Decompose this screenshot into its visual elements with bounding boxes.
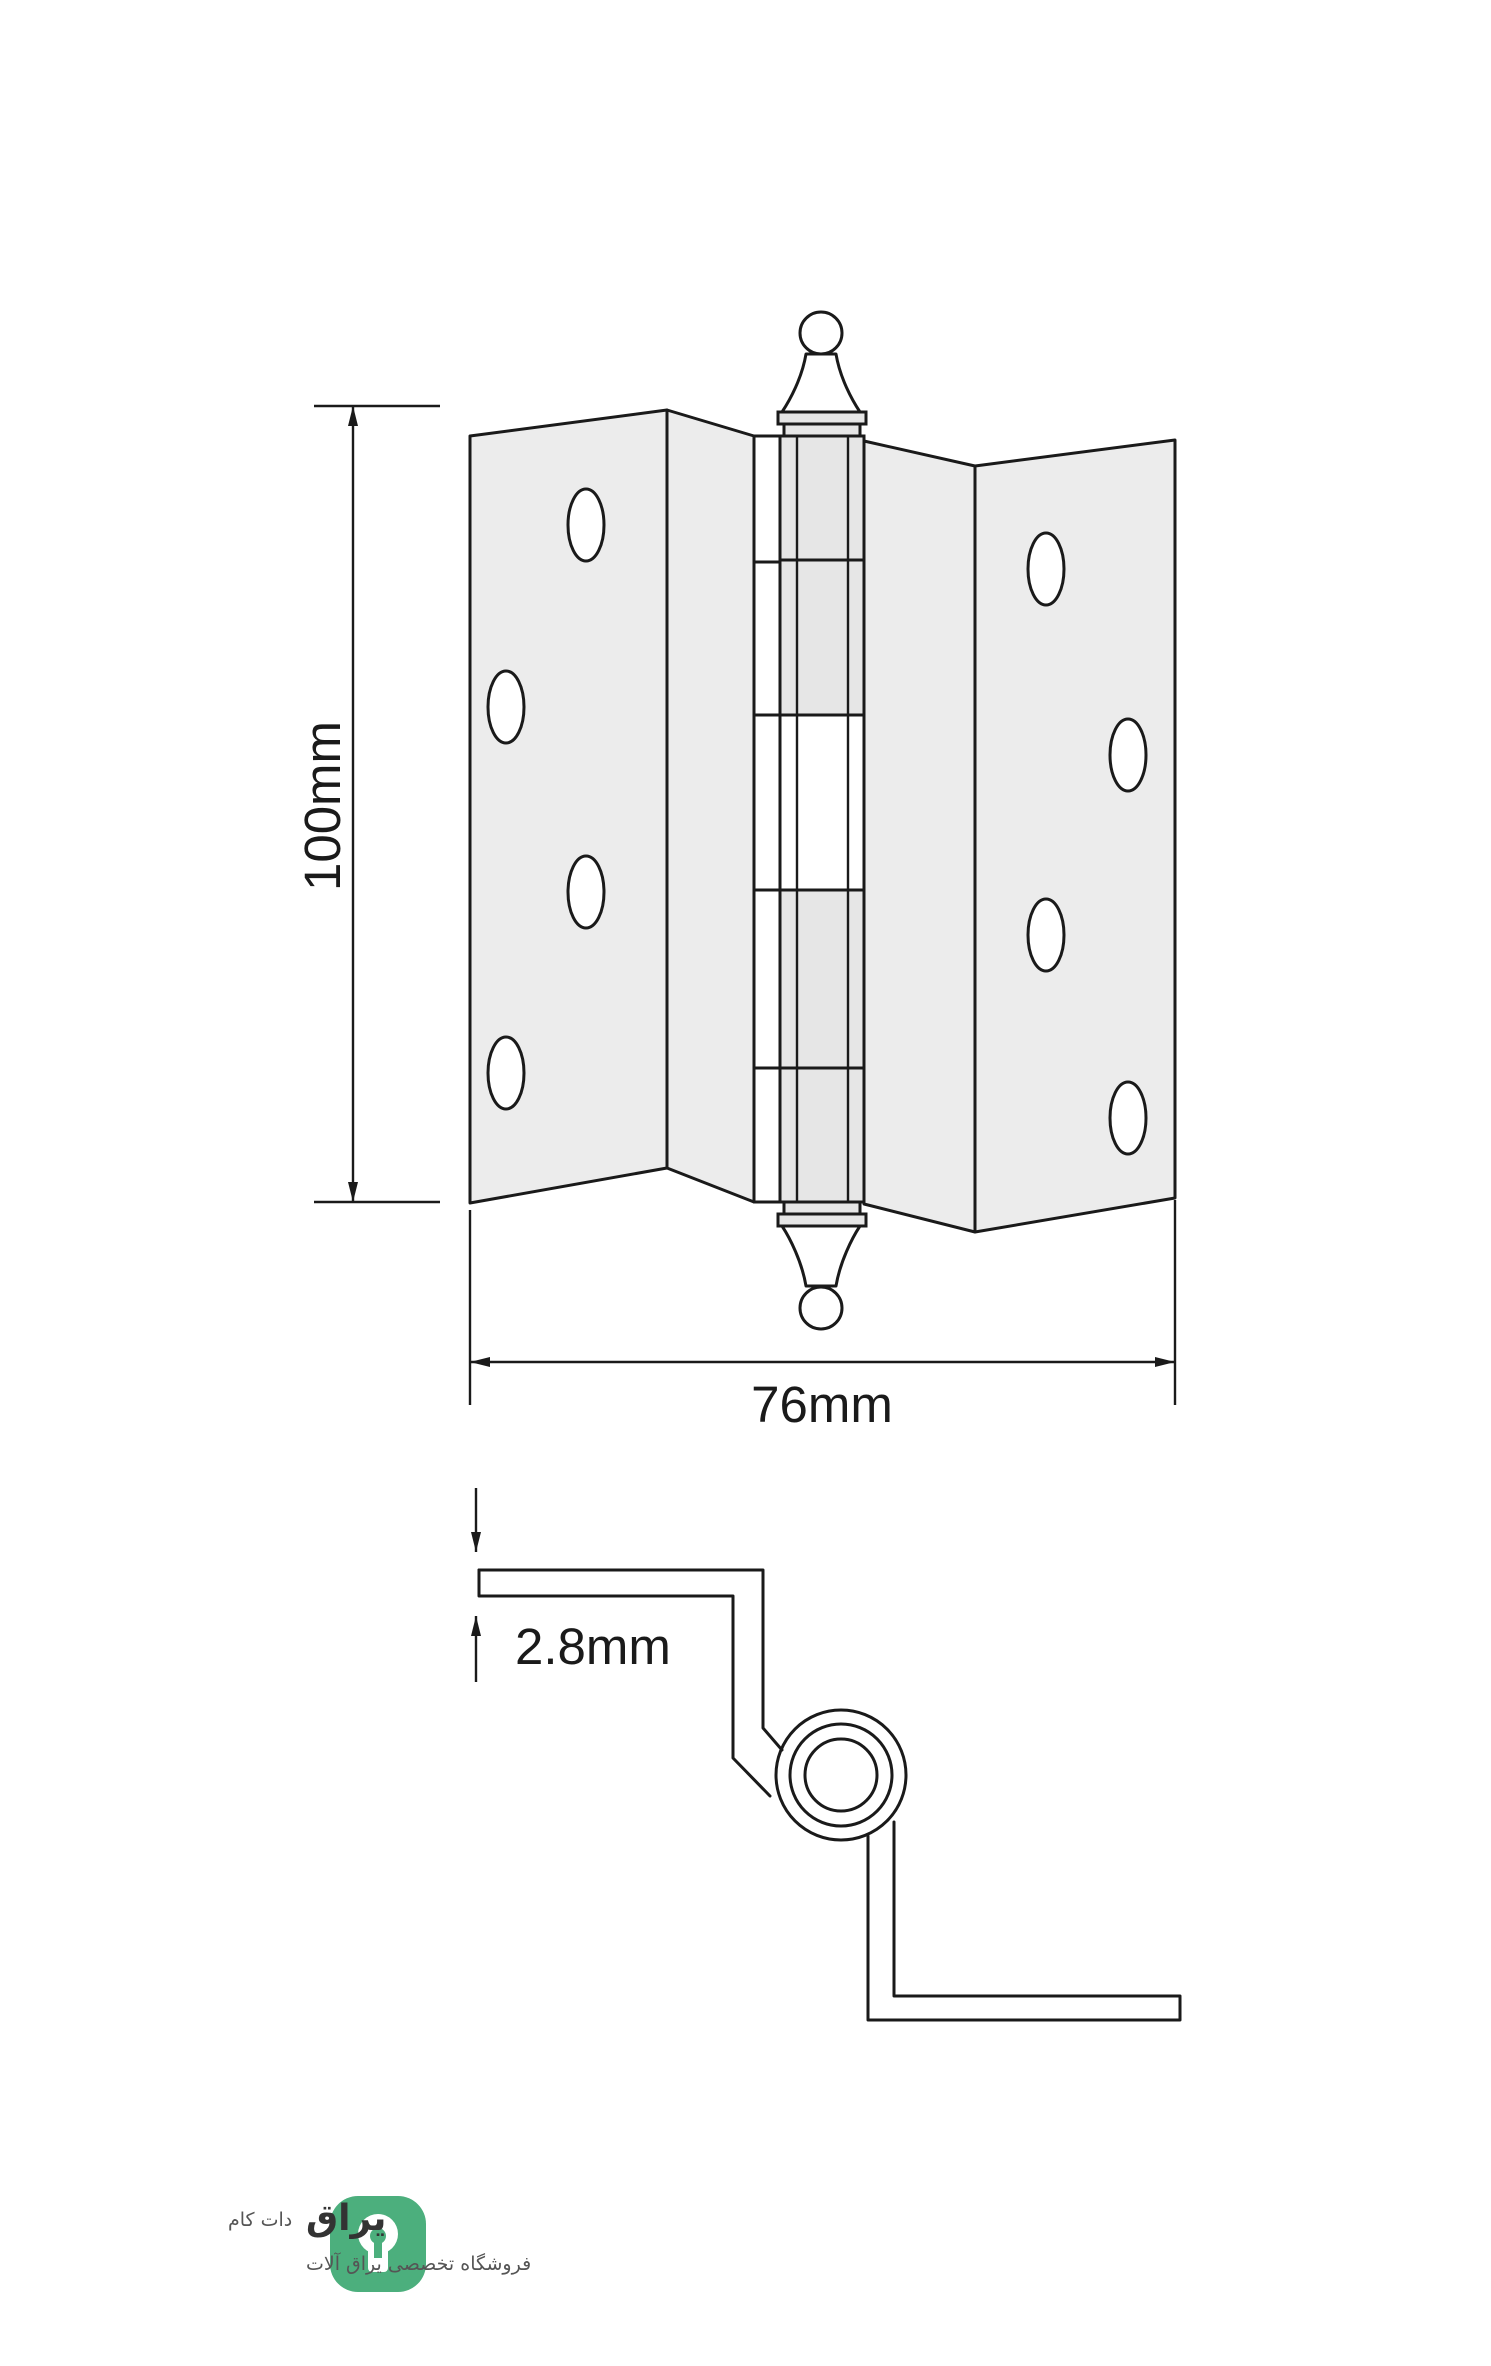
width-label: 76mm	[751, 1376, 893, 1433]
screw-hole-left-4	[486, 1035, 526, 1111]
screw-hole-left-2	[486, 669, 526, 745]
screw-hole-left-3	[566, 854, 606, 930]
screw-hole-left-1	[566, 487, 606, 563]
left-knuckle-tab-top	[752, 434, 782, 564]
thickness-label: 2.8mm	[515, 1618, 671, 1675]
knuckle-gap-middle	[778, 713, 866, 892]
hinge-side-view	[477, 1568, 1182, 2022]
knuckle-bottom	[778, 1066, 866, 1204]
screw-hole-right-3	[1026, 897, 1066, 973]
width-dimension: 76mm	[468, 1200, 1177, 1433]
right-leaf	[973, 438, 1177, 1234]
screw-hole-right-2	[1108, 717, 1148, 793]
left-knuckle-tab-bottom	[752, 1066, 782, 1204]
bottom-finial	[776, 1200, 868, 1331]
height-dimension: 100mm	[294, 404, 440, 1204]
screw-hole-right-4	[1108, 1080, 1148, 1156]
brand-logo: یراق دات کام فروشگاه تخصصی یراق آلات	[228, 2196, 531, 2292]
left-bent-flange	[665, 408, 756, 1204]
right-bent-flange	[862, 439, 977, 1234]
knuckle-upper-middle	[778, 558, 866, 717]
top-finial	[776, 310, 868, 438]
screw-hole-right-1	[1026, 531, 1066, 607]
thickness-dimension: 2.8mm	[471, 1488, 671, 1682]
hinge-front-view	[468, 310, 1177, 1331]
logo-name: یراق	[306, 2198, 386, 2239]
logo-suffix: دات کام	[228, 2209, 292, 2231]
height-label: 100mm	[294, 721, 351, 891]
knuckle-lower-middle	[778, 888, 866, 1070]
knuckle-top	[778, 434, 866, 562]
logo-tagline: فروشگاه تخصصی یراق آلات	[306, 2251, 531, 2275]
